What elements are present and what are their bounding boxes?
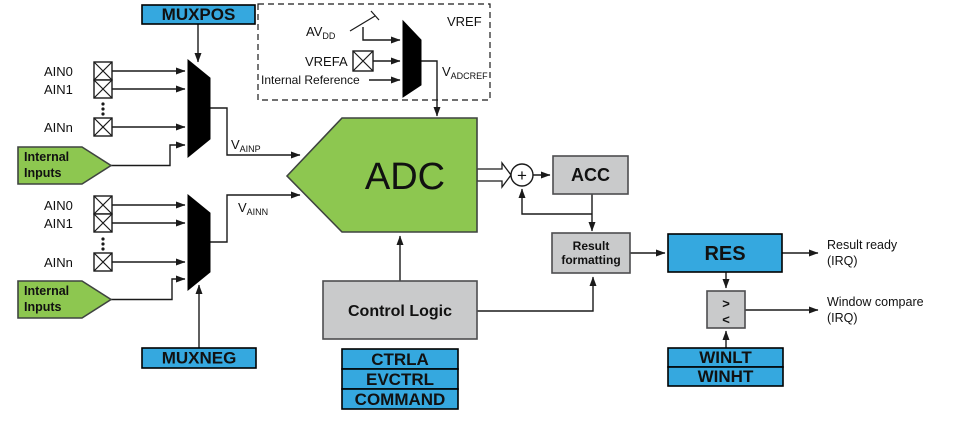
acc-block bbox=[552, 155, 629, 195]
control-logic-block bbox=[322, 280, 478, 340]
comparator-lt-label: < bbox=[722, 312, 730, 327]
window-comparator-block bbox=[706, 290, 746, 329]
adc-label: ADC bbox=[365, 156, 445, 198]
wire-internal-neg bbox=[110, 275, 186, 301]
adc-block bbox=[285, 117, 478, 233]
winht-label: WINHT bbox=[698, 367, 754, 386]
ainn-neg-pad-icon bbox=[93, 252, 113, 272]
result-ready-label-line1: Result ready bbox=[827, 238, 898, 252]
vadcref-label: VADCREF bbox=[442, 64, 488, 81]
window-compare-label-line2: (IRQ) bbox=[827, 311, 858, 325]
res-label: RES bbox=[704, 243, 745, 265]
ain1-neg-label: AIN1 bbox=[44, 216, 73, 231]
result-formatting-label-line1: Result bbox=[573, 239, 610, 253]
avdd-switch-contact-icon bbox=[370, 10, 380, 21]
ainn-pos-label: AINn bbox=[44, 120, 73, 135]
vref-title: VREF bbox=[447, 14, 482, 29]
muxpos-mux-icon bbox=[187, 58, 211, 159]
muxneg-mux-icon bbox=[187, 193, 211, 292]
result-formatting-label-line2: formatting bbox=[561, 253, 620, 267]
result-formatting-block bbox=[551, 232, 631, 274]
muxneg-register bbox=[141, 347, 257, 369]
vainp-label: VAINP bbox=[231, 137, 261, 154]
wire-controllogic-to-resultformatting bbox=[477, 276, 597, 312]
winlt-label: WINLT bbox=[699, 348, 752, 367]
muxpos-register bbox=[141, 4, 256, 25]
internal-inputs-neg-block bbox=[17, 280, 113, 319]
avdd-switch-icon bbox=[349, 15, 376, 32]
internal-reference-label: Internal Reference bbox=[261, 73, 360, 87]
summing-junction-symbol: + bbox=[517, 166, 527, 185]
window-compare-label-line1: Window compare bbox=[827, 295, 924, 309]
ellipsis-neg-icon bbox=[101, 237, 105, 251]
wire-vainn bbox=[210, 191, 301, 243]
vref-mux-icon bbox=[402, 19, 422, 98]
ainn-neg-label: AINn bbox=[44, 255, 73, 270]
winht-register bbox=[667, 366, 784, 387]
internal-inputs-pos-label-line1: Internal bbox=[24, 150, 69, 164]
internal-inputs-pos-block bbox=[17, 146, 113, 185]
result-ready-label-line2: (IRQ) bbox=[827, 254, 858, 268]
wire-internal-pos bbox=[110, 141, 186, 167]
ain0-neg-pad-icon bbox=[93, 195, 113, 215]
command-register bbox=[341, 388, 459, 410]
control-logic-label: Control Logic bbox=[348, 303, 452, 320]
ain1-pos-label: AIN1 bbox=[44, 82, 73, 97]
ctrla-label: CTRLA bbox=[371, 350, 429, 369]
ain0-neg-label: AIN0 bbox=[44, 198, 73, 213]
ain0-pos-label: AIN0 bbox=[44, 64, 73, 79]
ainn-pos-pad-icon bbox=[93, 117, 113, 137]
evctrl-label: EVCTRL bbox=[366, 370, 434, 389]
vref-group-border bbox=[257, 3, 491, 101]
internal-inputs-pos-label-line2: Inputs bbox=[24, 166, 62, 180]
ellipsis-pos-icon bbox=[101, 102, 105, 116]
wire-acc-feedback-to-sum bbox=[518, 188, 592, 215]
comparator-gt-label: > bbox=[722, 296, 730, 311]
vrefa-pad-icon bbox=[352, 50, 374, 72]
muxpos-label: MUXPOS bbox=[162, 5, 236, 24]
muxneg-label: MUXNEG bbox=[162, 349, 237, 368]
wire-vainp bbox=[210, 107, 301, 159]
res-register bbox=[667, 233, 783, 273]
vrefa-label: VREFA bbox=[305, 54, 348, 69]
avdd-label: AVDD bbox=[306, 24, 336, 41]
ain1-pos-pad-icon bbox=[93, 79, 113, 99]
acc-label: ACC bbox=[571, 165, 610, 185]
internal-inputs-neg-label-line1: Internal bbox=[24, 284, 69, 298]
ain1-neg-pad-icon bbox=[93, 213, 113, 233]
ain0-pos-pad-icon bbox=[93, 61, 113, 81]
command-label: COMMAND bbox=[355, 390, 446, 409]
wire-avdd bbox=[362, 27, 401, 44]
wire-vadcref bbox=[421, 60, 441, 117]
vainn-label: VAINN bbox=[238, 200, 268, 217]
adc-output-open-arrow-icon bbox=[476, 161, 512, 189]
internal-inputs-neg-label-line2: Inputs bbox=[24, 300, 62, 314]
summing-junction-icon bbox=[510, 163, 534, 187]
